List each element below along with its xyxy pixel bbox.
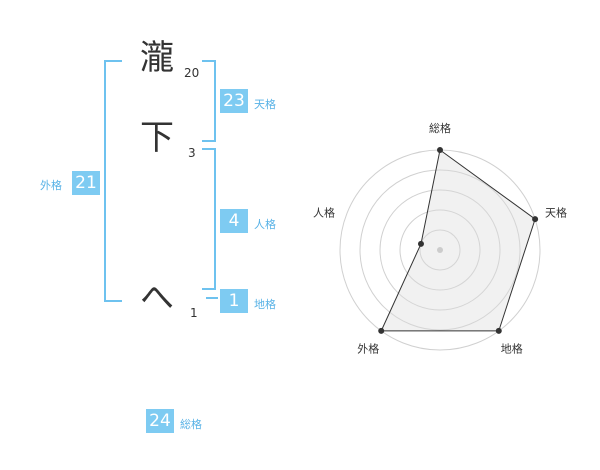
stroke-count-2: 3: [188, 146, 196, 160]
gaikaku-badge: 21: [72, 171, 100, 195]
stroke-count-1: 20: [184, 66, 200, 80]
radar-point-1: [437, 147, 443, 153]
jinkaku-badge: 4: [220, 209, 248, 233]
radar-ring-2: [399, 209, 481, 291]
radar-ring-1: [419, 229, 461, 271]
radar-ring-3: [379, 189, 501, 311]
radar-ring-4: [359, 169, 521, 331]
name-char-1: 瀧: [140, 38, 174, 78]
radar-rings: [339, 149, 541, 351]
radar-point-2: [532, 216, 539, 223]
radar-axis-label-4: 外格: [357, 342, 379, 356]
chikaku-bracket: [206, 297, 218, 299]
radar-points: [378, 147, 539, 334]
radar-data-polygon: [380, 149, 536, 332]
jinkaku-bracket: [202, 148, 216, 290]
chikaku-badge: 1: [220, 289, 248, 313]
jinkaku-label: 人格: [254, 218, 276, 231]
radar-axis-label-2: 天格: [545, 205, 567, 219]
gaikaku-bracket: [104, 60, 122, 302]
radar-point-3: [495, 327, 502, 334]
radar-point-4: [378, 327, 385, 334]
soukaku-badge: 24: [146, 409, 174, 433]
radar-point-5: [417, 240, 424, 247]
name-char-2: 下: [140, 118, 174, 158]
gaikaku-label: 外格: [40, 179, 62, 192]
tenkaku-label: 天格: [254, 98, 276, 111]
radar-axis-label-1: 総格: [429, 121, 451, 135]
tenkaku-bracket: [202, 60, 216, 142]
soukaku-label: 総格: [180, 418, 202, 431]
radar-center-point: [437, 247, 443, 253]
chikaku-label: 地格: [254, 298, 276, 311]
name-char-3: へ: [140, 278, 174, 318]
tenkaku-badge: 23: [220, 89, 248, 113]
stroke-count-3: 1: [190, 306, 198, 320]
radar-axis-label-5: 人格: [313, 205, 335, 219]
radar-axis-label-3: 地格: [501, 342, 523, 356]
